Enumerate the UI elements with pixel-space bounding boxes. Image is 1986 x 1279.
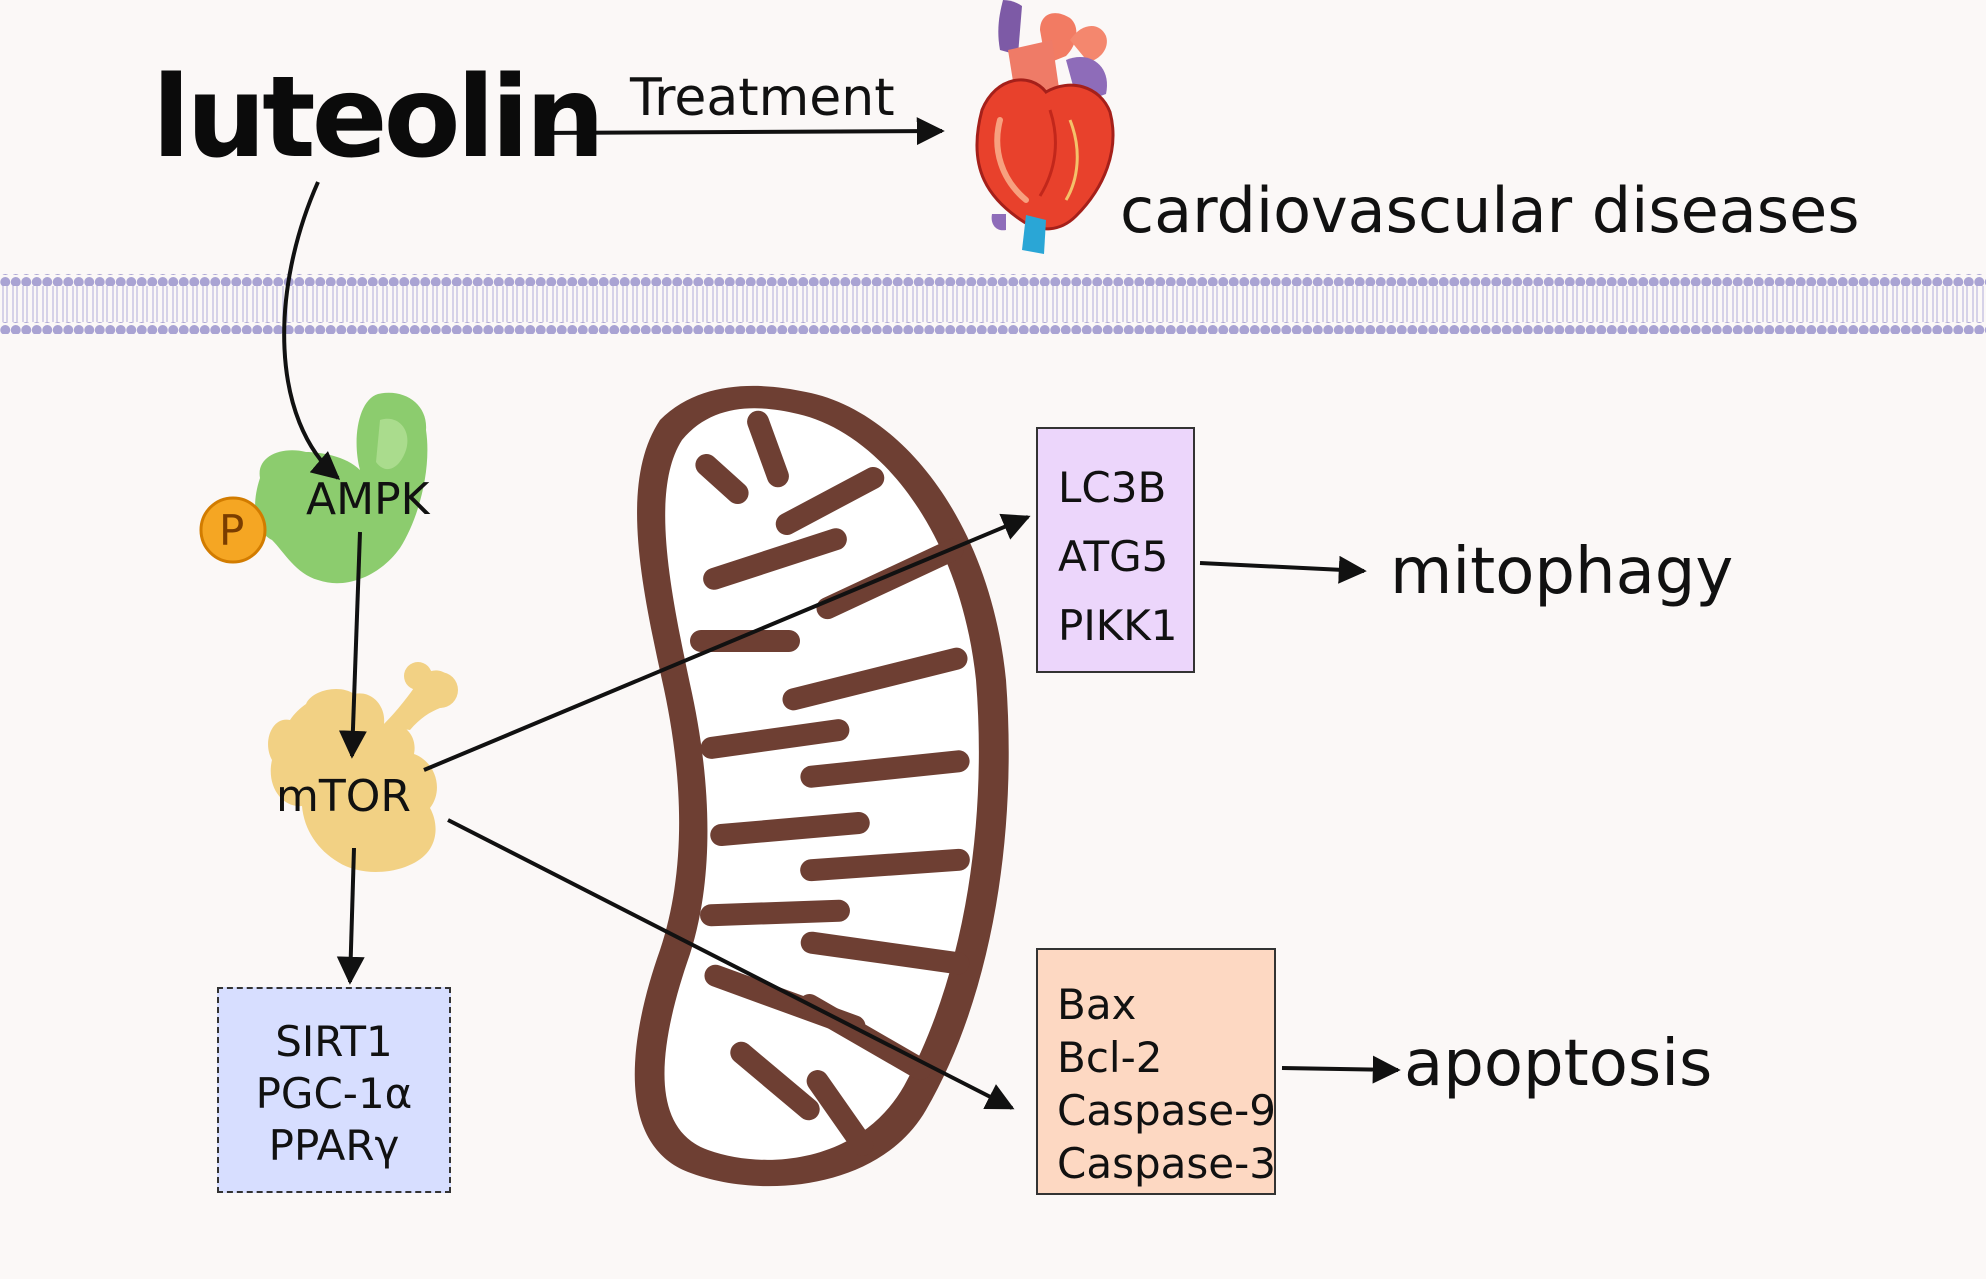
downstream-targets-box: SIRT1 PGC-1α PPARγ — [217, 987, 451, 1193]
phospho-label: P — [219, 506, 245, 555]
arrow-ampk-mtor — [338, 531, 367, 759]
title-luteolin: luteolin — [152, 53, 605, 183]
arrow-luteolin-ampk — [282, 181, 341, 480]
downstream-item: SIRT1 — [275, 1017, 393, 1066]
downstream-item: PPARγ — [268, 1121, 400, 1170]
apoptosis-marker: Bax — [1057, 980, 1137, 1029]
arrow-mtor-apoptosis-box — [447, 818, 1015, 1110]
apoptosis-marker: Bcl-2 — [1057, 1033, 1163, 1082]
mitophagy-markers-box: LC3B ATG5 PIKK1 — [1036, 427, 1195, 673]
apoptosis-markers-box: Bax Bcl-2 Caspase-9 Caspase-3 — [1036, 948, 1276, 1195]
arrow-mtor-box — [336, 847, 365, 985]
apoptosis-label: apoptosis — [1404, 1027, 1713, 1101]
mtor-label: mTOR — [276, 771, 411, 822]
arrow-to-apoptosis — [1281, 1055, 1401, 1084]
heart-icon — [975, 0, 1115, 254]
mitophagy-marker: PIKK1 — [1058, 601, 1178, 650]
apoptosis-marker: Caspase-9 — [1057, 1086, 1276, 1135]
mitophagy-marker: ATG5 — [1058, 532, 1169, 581]
ampk-label: AMPK — [306, 474, 430, 525]
phospho-group — [199, 496, 267, 564]
arrow-treatment — [535, 117, 945, 146]
arrows — [282, 117, 1401, 1110]
treatment-label: Treatment — [630, 68, 895, 128]
cell-membrane — [0, 274, 1986, 334]
ampk-protein — [255, 392, 428, 584]
apoptosis-marker: Caspase-3 — [1057, 1139, 1276, 1188]
target-label: cardiovascular diseases — [1120, 174, 1860, 247]
mitophagy-marker: LC3B — [1058, 463, 1167, 512]
arrow-to-mitophagy — [1199, 555, 1367, 584]
arrow-mtor-mitophagy-box — [423, 513, 1031, 772]
mtor-protein — [268, 662, 458, 872]
mitochondrion-illustration — [634, 385, 1009, 1187]
downstream-item: PGC-1α — [255, 1069, 413, 1118]
mitophagy-label: mitophagy — [1390, 535, 1734, 609]
